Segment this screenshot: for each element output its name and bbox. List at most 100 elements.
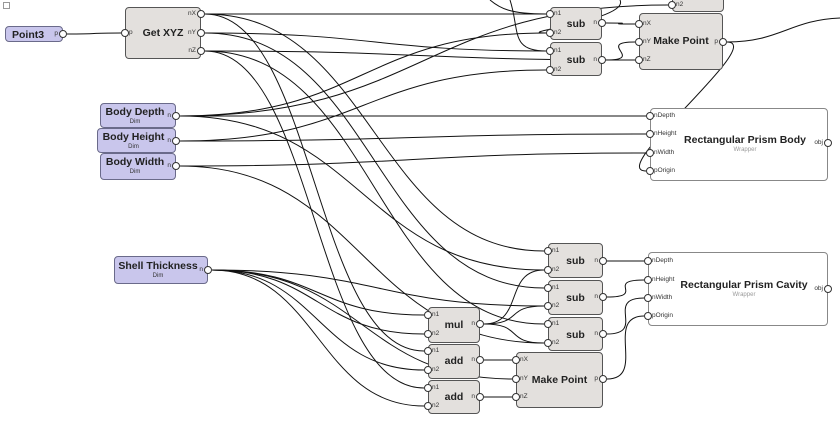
output-port-n[interactable] (476, 393, 484, 401)
node-title: Body Height (102, 131, 165, 143)
output-port-n[interactable] (476, 356, 484, 364)
node-mul[interactable]: mul (428, 307, 480, 343)
node-title: sub (566, 329, 585, 341)
node-sub4[interactable]: sub (548, 280, 603, 315)
output-port-n[interactable] (599, 257, 607, 265)
wire (211, 269, 425, 335)
output-port-label: obj (814, 139, 823, 146)
input-port-nX[interactable] (512, 356, 520, 364)
node-mp2[interactable]: Make Point (516, 352, 603, 408)
input-port-nWidth[interactable] (646, 149, 654, 157)
node-sub3[interactable]: sub (548, 243, 603, 278)
input-port-n2[interactable] (544, 302, 552, 310)
input-port-n2[interactable] (424, 330, 432, 338)
input-port-n1[interactable] (544, 320, 552, 328)
input-port-nZ[interactable] (635, 56, 643, 64)
input-port-n2[interactable] (668, 1, 676, 9)
node-point3[interactable]: Point3 (5, 26, 63, 42)
wire (211, 269, 425, 371)
output-port-obj[interactable] (824, 139, 832, 147)
output-port-label: n (471, 320, 475, 327)
node-add1[interactable]: add (428, 344, 480, 379)
wire (179, 133, 647, 142)
node-title: add (444, 355, 464, 367)
input-port-nX[interactable] (635, 20, 643, 28)
input-port-n2[interactable] (544, 266, 552, 274)
input-port-label: pOrigin (652, 312, 673, 319)
node-getxyz[interactable]: Get XYZ (125, 7, 201, 59)
input-port-nHeight[interactable] (646, 130, 654, 138)
input-port-n2[interactable] (546, 29, 554, 37)
output-port-n[interactable] (476, 320, 484, 328)
input-port-nY[interactable] (635, 38, 643, 46)
wire (606, 279, 645, 298)
input-port-n2[interactable] (424, 402, 432, 410)
wire (204, 13, 545, 252)
input-port-nHeight[interactable] (644, 276, 652, 284)
output-port-nZ[interactable] (197, 47, 205, 55)
output-port-n[interactable] (172, 162, 180, 170)
wire (179, 69, 547, 142)
node-add2[interactable]: add (428, 380, 480, 414)
input-port-nZ[interactable] (512, 393, 520, 401)
input-port-nDepth[interactable] (644, 257, 652, 265)
wire (605, 22, 636, 25)
input-port-pOrigin[interactable] (646, 167, 654, 175)
output-port-label: p (54, 30, 58, 37)
wire (204, 32, 547, 52)
input-port-label: n1 (432, 347, 440, 354)
output-port-nX[interactable] (197, 10, 205, 18)
wire-offscreen (726, 17, 840, 43)
node-mp1[interactable]: Make Point (639, 13, 723, 70)
input-port-n1[interactable] (544, 247, 552, 255)
node-sub5[interactable]: sub (548, 317, 603, 351)
output-port-n[interactable] (599, 293, 607, 301)
input-port-nDepth[interactable] (646, 112, 654, 120)
output-port-obj[interactable] (824, 285, 832, 293)
output-port-p[interactable] (719, 38, 727, 46)
output-port-p[interactable] (599, 375, 607, 383)
output-port-p[interactable] (59, 30, 67, 38)
input-port-n1[interactable] (424, 311, 432, 319)
output-port-n[interactable] (599, 330, 607, 338)
wire (204, 13, 425, 352)
input-port-n2[interactable] (424, 366, 432, 374)
output-port-label: p (714, 38, 718, 45)
output-port-n[interactable] (204, 266, 212, 274)
input-port-pOrigin[interactable] (644, 312, 652, 320)
input-port-label: n1 (552, 247, 560, 254)
input-port-label: nWidth (654, 149, 675, 156)
input-port-p[interactable] (121, 29, 129, 37)
output-port-n[interactable] (172, 137, 180, 145)
input-port-n2[interactable] (544, 339, 552, 347)
wire (179, 115, 545, 271)
input-port-nY[interactable] (512, 375, 520, 383)
input-port-label: nX (520, 356, 528, 363)
output-port-label: n (471, 356, 475, 363)
node-sub2[interactable]: sub (550, 42, 602, 76)
canvas-corner-marker (3, 2, 10, 9)
output-port-label: nX (188, 10, 196, 17)
input-port-n2[interactable] (546, 66, 554, 74)
output-port-n[interactable] (598, 19, 606, 27)
input-port-n1[interactable] (544, 284, 552, 292)
output-port-nY[interactable] (197, 29, 205, 37)
node-sub1[interactable]: sub (550, 7, 602, 40)
node-title: Make Point (653, 35, 709, 47)
input-port-n1[interactable] (424, 347, 432, 355)
wire (204, 32, 545, 289)
node-title: sub (566, 255, 585, 267)
input-port-n1[interactable] (424, 384, 432, 392)
input-port-n1[interactable] (546, 10, 554, 18)
input-port-n1[interactable] (546, 47, 554, 55)
output-port-n[interactable] (598, 56, 606, 64)
output-port-n[interactable] (172, 112, 180, 120)
input-port-nWidth[interactable] (644, 294, 652, 302)
